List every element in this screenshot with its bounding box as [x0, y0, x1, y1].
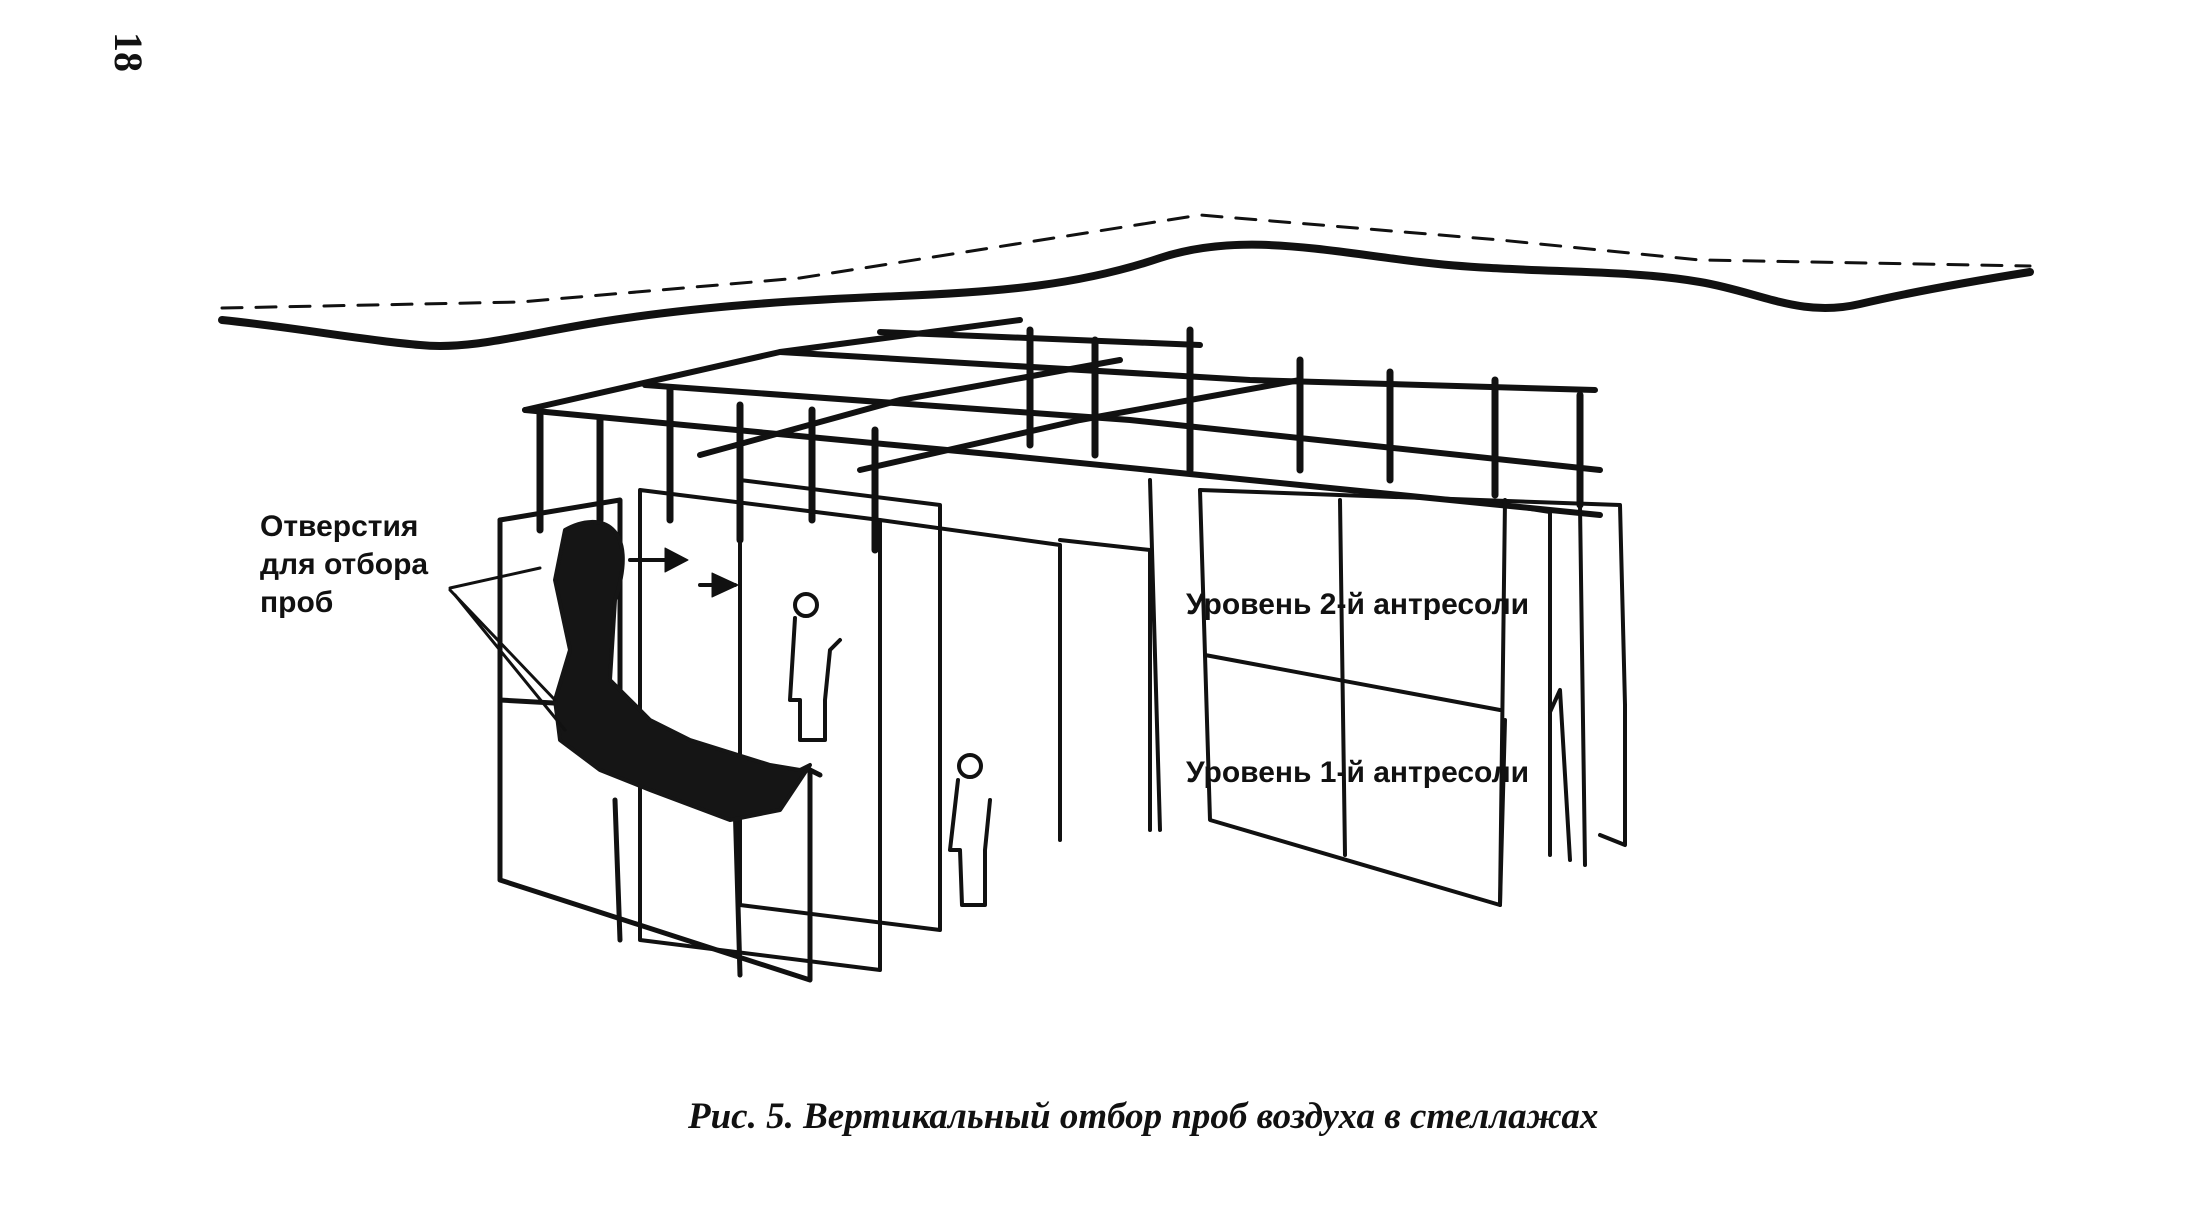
figure-caption: Рис. 5. Вертикальный отбор проб воздуха …: [688, 1096, 1599, 1137]
sampling-holes-callout: Отверстия для отбора проб: [260, 508, 428, 622]
person-figure-upper: [788, 592, 842, 742]
callout-leaders: [448, 566, 567, 732]
level-2-mezzanine-label: Уровень 2-й антресоли: [1186, 588, 1530, 621]
ceiling-line: [218, 240, 2034, 350]
level-1-mezzanine-label: Уровень 1-й антресоли: [1186, 756, 1530, 789]
rack-rows: [638, 478, 1627, 972]
sampling-arrow-head-1: [664, 547, 689, 573]
vertical-pipes: [536, 326, 1584, 554]
callout-line-2: для отбора: [260, 548, 429, 581]
person-figure-lower: [948, 753, 992, 907]
sampling-arrow-head-2: [711, 572, 739, 598]
overhead-piping: [522, 317, 1603, 518]
callout-line-3: проб: [260, 586, 334, 619]
sampling-duct: [553, 520, 812, 822]
callout-line-1: Отверстия: [260, 510, 419, 543]
